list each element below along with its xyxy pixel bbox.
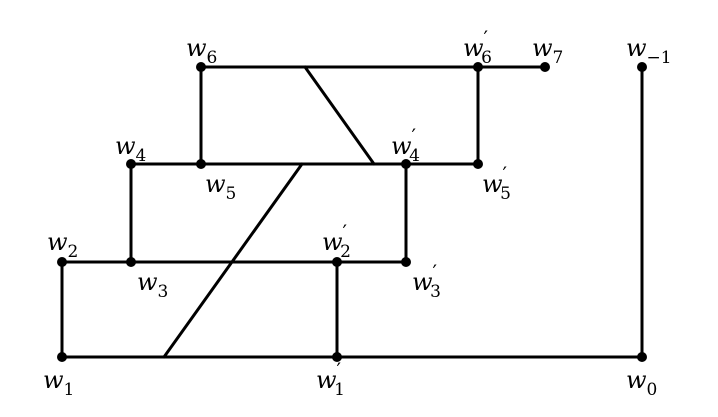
edge-layer (60, 65, 644, 359)
vertex-label-base: w (626, 366, 647, 394)
vertex-label-base: w (322, 228, 343, 256)
vertex-label-w_6p: w′6 (463, 26, 492, 68)
vertex-label-w_5p: w′5 (482, 162, 511, 204)
vertex-label-sub: 5 (226, 184, 237, 204)
vertex-label-prime: ′ (503, 162, 508, 186)
vertex-w_-1 (637, 62, 647, 72)
vertex-label-sub: 4 (409, 146, 420, 166)
vertex-label-base: w (412, 268, 433, 296)
vertex-w_4 (126, 159, 136, 169)
vertex-label-prime: ′ (433, 260, 438, 284)
vertex-w_7 (540, 62, 550, 72)
vertex-label-prime: ′ (337, 358, 342, 382)
vertex-label-prime: ′ (343, 220, 348, 244)
vertex-label-sub: 2 (340, 242, 351, 262)
vertex-label-sub: 1 (64, 380, 75, 400)
vertex-w_3 (126, 257, 136, 267)
vertex-label-w_1: w1 (43, 366, 74, 400)
vertex-label-w_2: w2 (47, 228, 78, 262)
vertex-w_3p (401, 257, 411, 267)
vertex-label-w_4p: w′4 (391, 124, 420, 166)
vertex-w_6p (473, 62, 483, 72)
vertex-label-base: w (532, 34, 553, 62)
vertex-label-base: w (205, 170, 226, 198)
vertex-label-w_0: w0 (626, 366, 657, 400)
vertex-label-w_5: w5 (205, 170, 236, 204)
vertex-w_1 (57, 352, 67, 362)
vertex-label-base: w (482, 170, 503, 198)
vertex-label-w_3p: w′3 (412, 260, 441, 302)
vertex-w_5 (196, 159, 206, 169)
crossing-edge-1 (303, 65, 376, 166)
vertex-label-base: w (115, 132, 136, 160)
vertex-label-base: w (43, 366, 64, 394)
vertex-w_1p (332, 352, 342, 362)
vertex-label-w_7: w7 (532, 34, 563, 68)
vertex-label-sub: 6 (207, 48, 218, 68)
vertex-w_4p (401, 159, 411, 169)
vertex-label-sub: 4 (136, 146, 147, 166)
vertex-label-w_2p: w′2 (322, 220, 351, 262)
vertex-label-base: w (391, 132, 412, 160)
vertex-label-base: w (137, 268, 158, 296)
vertex-label-sub: 5 (500, 184, 511, 204)
vertex-label-base: w (316, 366, 337, 394)
vertex-label-base: w (186, 34, 207, 62)
vertex-w_2p (332, 257, 342, 267)
vertex-label-w_1p: w′1 (316, 358, 345, 400)
vertex-label-prime: ′ (412, 124, 417, 148)
vertex-label-base: w (47, 228, 68, 256)
vertex-label-sub: 7 (553, 48, 564, 68)
vertex-layer (57, 62, 647, 362)
vertex-label-w_3: w3 (137, 268, 168, 302)
vertex-label-base: w (463, 34, 484, 62)
vertex-label-w_4: w4 (115, 132, 146, 166)
vertex-label-sub: 6 (481, 48, 492, 68)
vertex-w_6 (196, 62, 206, 72)
vertex-label-sub: 3 (158, 282, 169, 302)
vertex-label-w_6: w6 (186, 34, 217, 68)
vertex-w_0 (637, 352, 647, 362)
vertex-label-sub: −1 (647, 48, 672, 68)
vertex-w_2 (57, 257, 67, 267)
vertex-label-base: w (626, 34, 647, 62)
vertex-label-w_-1: w−1 (626, 34, 672, 68)
vertex-label-prime: ′ (484, 26, 489, 50)
vertex-label-sub: 2 (68, 242, 79, 262)
vertex-label-sub: 3 (430, 282, 441, 302)
vertex-label-sub: 1 (334, 380, 345, 400)
vertex-label-sub: 0 (647, 380, 658, 400)
crossing-edge-2 (162, 162, 304, 359)
vertex-w_5p (473, 159, 483, 169)
